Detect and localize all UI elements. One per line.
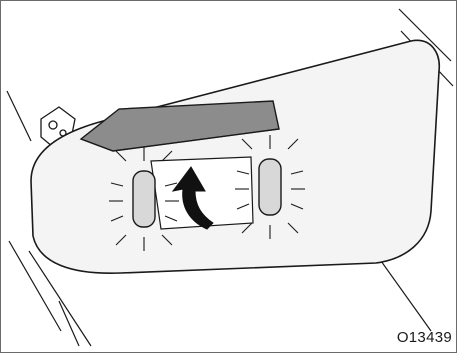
sun-visor-body bbox=[31, 40, 439, 273]
windshield-line-right bbox=[381, 261, 431, 331]
figure-code: O13439 bbox=[397, 329, 452, 346]
pillar-line-left bbox=[7, 91, 31, 141]
